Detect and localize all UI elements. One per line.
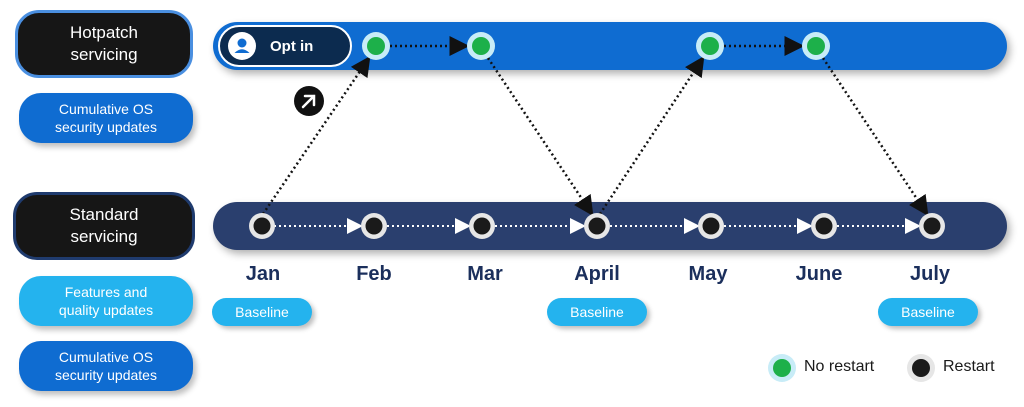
hotpatch-nodes — [362, 32, 830, 60]
hotpatch-node-mar — [467, 32, 495, 60]
opt-in-arrow-icon — [294, 86, 324, 116]
baseline-badge-april: Baseline — [547, 298, 647, 326]
standard-cumulative-updates-pill: Cumulative OS security updates — [19, 341, 193, 391]
legend-no-restart-icon — [768, 354, 796, 382]
opt-in-label: Opt in — [270, 37, 314, 55]
month-label-mar: Mar — [467, 263, 503, 285]
standard-node-april — [584, 213, 610, 239]
standard-nodes — [249, 213, 945, 239]
month-label-april: April — [574, 263, 620, 285]
opt-in-button[interactable]: Opt in — [218, 25, 352, 67]
standard-node-mar — [469, 213, 495, 239]
standard-label-line1: Standard — [69, 205, 139, 224]
standard-servicing-label: Standard servicing — [13, 192, 195, 260]
hotpatch-node-june — [802, 32, 830, 60]
hotpatch-servicing-label: Hotpatch servicing — [15, 10, 193, 78]
standard-label-line2: servicing — [70, 227, 138, 246]
baseline-badge-jan: Baseline — [212, 298, 312, 326]
hotpatch-node-feb — [362, 32, 390, 60]
hotpatch-node-may — [696, 32, 724, 60]
month-label-feb: Feb — [356, 263, 392, 285]
standard-node-may — [698, 213, 724, 239]
legend-restart-icon — [907, 354, 935, 382]
legend-no-restart-label: No restart — [804, 358, 875, 375]
month-label-jan: Jan — [245, 263, 281, 285]
hotpatch-label-line2: servicing — [70, 45, 138, 64]
features-line2: quality updates — [58, 302, 154, 318]
standard-node-july — [919, 213, 945, 239]
month-label-june: June — [795, 263, 843, 285]
hotpatch-cumulative-updates-pill: Cumulative OS security updates — [19, 93, 193, 143]
std-cumulative-line1: Cumulative OS — [58, 349, 154, 365]
standard-node-feb — [361, 213, 387, 239]
legend-restart-label: Restart — [943, 358, 995, 375]
baseline-badge-july: Baseline — [878, 298, 978, 326]
hot-cumulative-line2: security updates — [55, 119, 157, 135]
std-cumulative-line2: security updates — [55, 367, 157, 383]
features-line1: Features and — [64, 284, 148, 300]
features-quality-updates-pill: Features and quality updates — [19, 276, 193, 326]
hotpatch-label-line1: Hotpatch — [69, 23, 139, 42]
month-label-may: May — [688, 263, 728, 285]
month-label-july: July — [909, 263, 951, 285]
transition-connectors — [261, 55, 929, 217]
person-icon — [228, 32, 256, 60]
standard-node-june — [811, 213, 837, 239]
hot-cumulative-line1: Cumulative OS — [58, 101, 154, 117]
standard-node-jan — [249, 213, 275, 239]
